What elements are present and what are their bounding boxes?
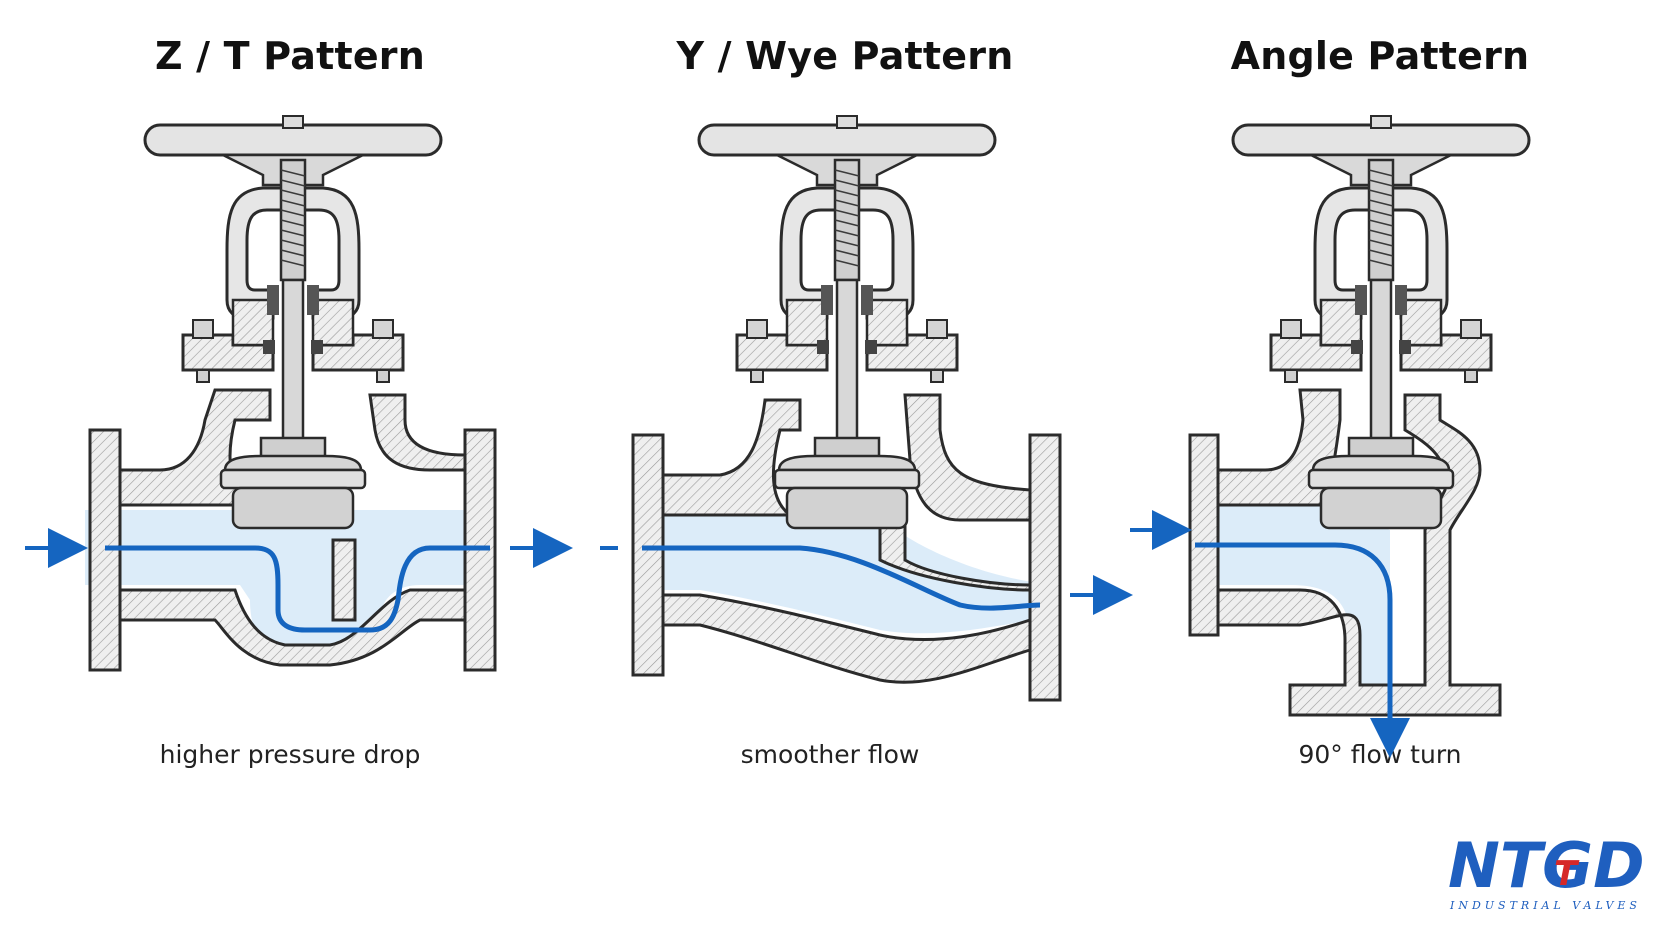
y-pattern-valve [600,114,1133,702]
panel-title-z-pattern: Z / T Pattern [154,34,425,78]
caption-y-pattern: smoother flow [740,740,920,769]
company-logo: NTGD T INDUSTRIAL VALVES [1444,829,1645,915]
z-pattern-valve [25,114,573,672]
svg-text:NTGD: NTGD [1448,835,1644,902]
angle-pattern-valve [1130,114,1531,758]
panel-title-y-pattern: Y / Wye Pattern [676,34,1014,78]
svg-text:T: T [1554,854,1580,894]
svg-text:INDUSTRIAL VALVES: INDUSTRIAL VALVES [1449,899,1641,912]
panel-title-angle-pattern: Angle Pattern [1230,34,1530,78]
caption-z-pattern: higher pressure drop [159,740,421,769]
